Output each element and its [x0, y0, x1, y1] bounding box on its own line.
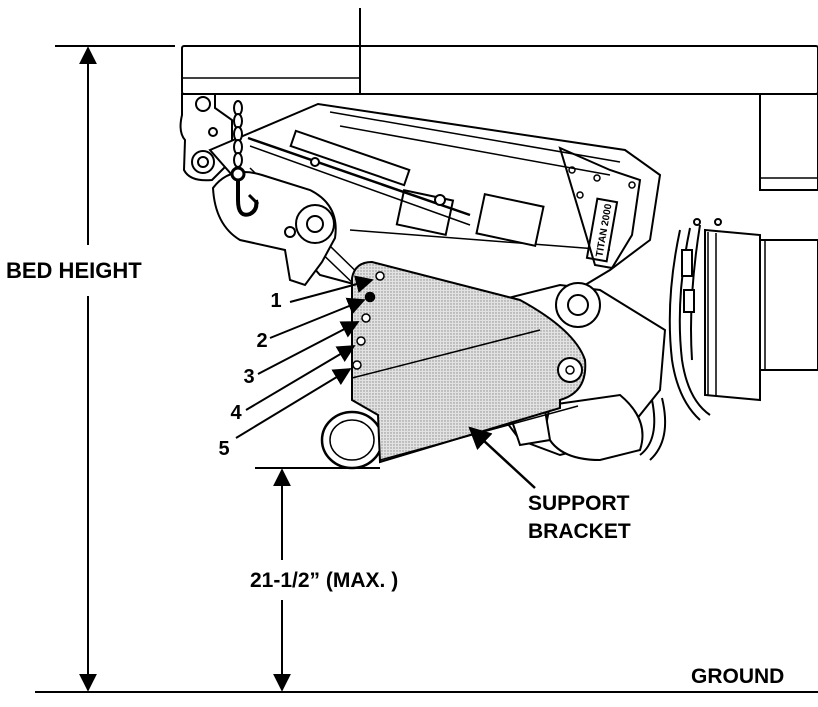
hole-label-4: 4 — [230, 402, 242, 424]
nameplate: TITAN 2000 — [558, 146, 642, 270]
hole-3 — [361, 313, 371, 323]
support-bracket-label-1: SUPPORT — [528, 492, 630, 515]
max-clearance-label: 21-1/2” (MAX. ) — [250, 569, 398, 592]
max-clearance-dimension — [255, 467, 380, 692]
hole-2 — [364, 291, 376, 303]
hole-label-1: 1 — [270, 290, 281, 312]
bed-height-dimension — [55, 45, 175, 692]
hook-icon — [230, 166, 260, 217]
hole-4 — [356, 336, 366, 346]
support-bracket-leader — [468, 426, 536, 489]
bed-height-label: BED HEIGHT — [6, 258, 142, 283]
pump-housing — [704, 228, 818, 402]
hole-leaders — [235, 275, 374, 439]
ground-label: GROUND — [691, 665, 784, 688]
hole-1 — [375, 271, 385, 281]
hole-label-5: 5 — [218, 438, 229, 460]
hole-label-2: 2 — [256, 330, 267, 352]
chain — [233, 100, 243, 168]
support-bracket-label-2: BRACKET — [528, 520, 631, 543]
support-bracket — [351, 260, 587, 464]
truck-frame — [181, 8, 818, 191]
hole-5 — [352, 360, 362, 370]
crossbar-tube — [320, 410, 384, 470]
lift-head — [211, 171, 337, 287]
hole-label-3: 3 — [243, 366, 254, 388]
